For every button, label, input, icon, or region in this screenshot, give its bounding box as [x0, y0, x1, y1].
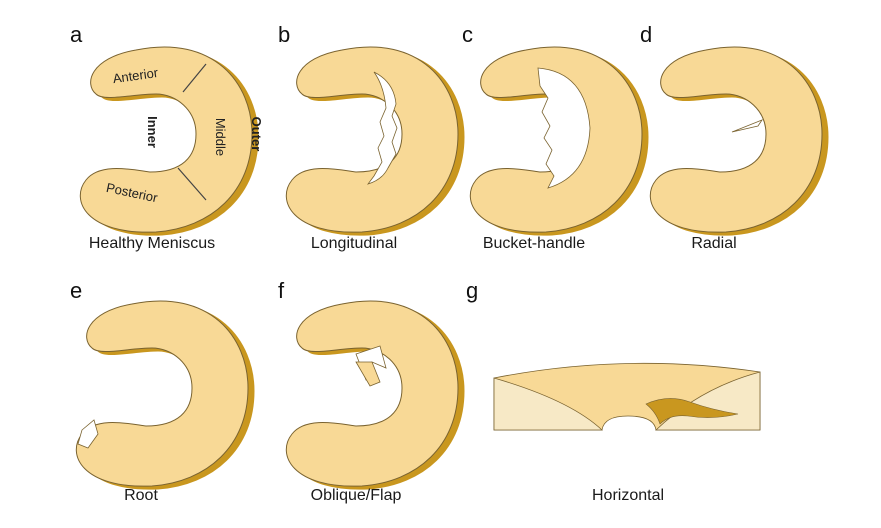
panel-a: a Anterior Middle Posterior Inner Outer … — [70, 22, 264, 252]
cross-section-side — [493, 377, 604, 431]
panel-letter: d — [640, 22, 652, 47]
panel-caption: Oblique/Flap — [311, 487, 402, 504]
panel-g: g Horizontal — [466, 278, 761, 504]
panel-c: c Bucket-handle — [462, 22, 649, 252]
panel-e: e Root — [70, 278, 255, 504]
meniscus-cross-section — [493, 362, 761, 431]
region-middle-label: Middle — [213, 118, 228, 156]
region-outer-label: Outer — [249, 117, 264, 152]
panel-letter: b — [278, 22, 290, 47]
panel-letter: e — [70, 278, 82, 303]
longitudinal-tear — [366, 71, 398, 185]
panel-letter: f — [278, 278, 285, 303]
meniscus-shape — [469, 46, 649, 236]
panel-caption: Healthy Meniscus — [89, 235, 215, 252]
region-divider-line — [182, 63, 207, 93]
meniscus-shape: Anterior Middle Posterior Inner Outer — [79, 46, 264, 236]
panel-letter: a — [70, 22, 83, 47]
region-divider-line — [177, 167, 207, 201]
panel-f: f Oblique/Flap — [278, 278, 465, 504]
region-anterior-label: Anterior — [112, 65, 160, 86]
meniscus-shape — [75, 300, 255, 490]
panel-caption: Longitudinal — [311, 235, 397, 252]
meniscus-shape — [285, 46, 465, 236]
panel-caption: Horizontal — [592, 487, 664, 504]
meniscus-shape — [285, 300, 465, 490]
panel-letter: c — [462, 22, 473, 47]
panel-caption: Radial — [691, 235, 736, 252]
region-inner-label: Inner — [145, 116, 160, 148]
panel-d: d Radial — [640, 22, 829, 252]
panel-b: b Longitudinal — [278, 22, 465, 252]
panel-caption: Root — [124, 487, 158, 504]
panel-letter: g — [466, 278, 478, 303]
root-tear — [77, 419, 99, 449]
horizontal-tear — [645, 398, 739, 425]
bucket-handle-tear — [537, 67, 591, 189]
radial-tear — [731, 119, 764, 133]
meniscus-shape — [649, 46, 829, 236]
flap-fragment — [355, 361, 381, 387]
panel-caption: Bucket-handle — [483, 235, 585, 252]
